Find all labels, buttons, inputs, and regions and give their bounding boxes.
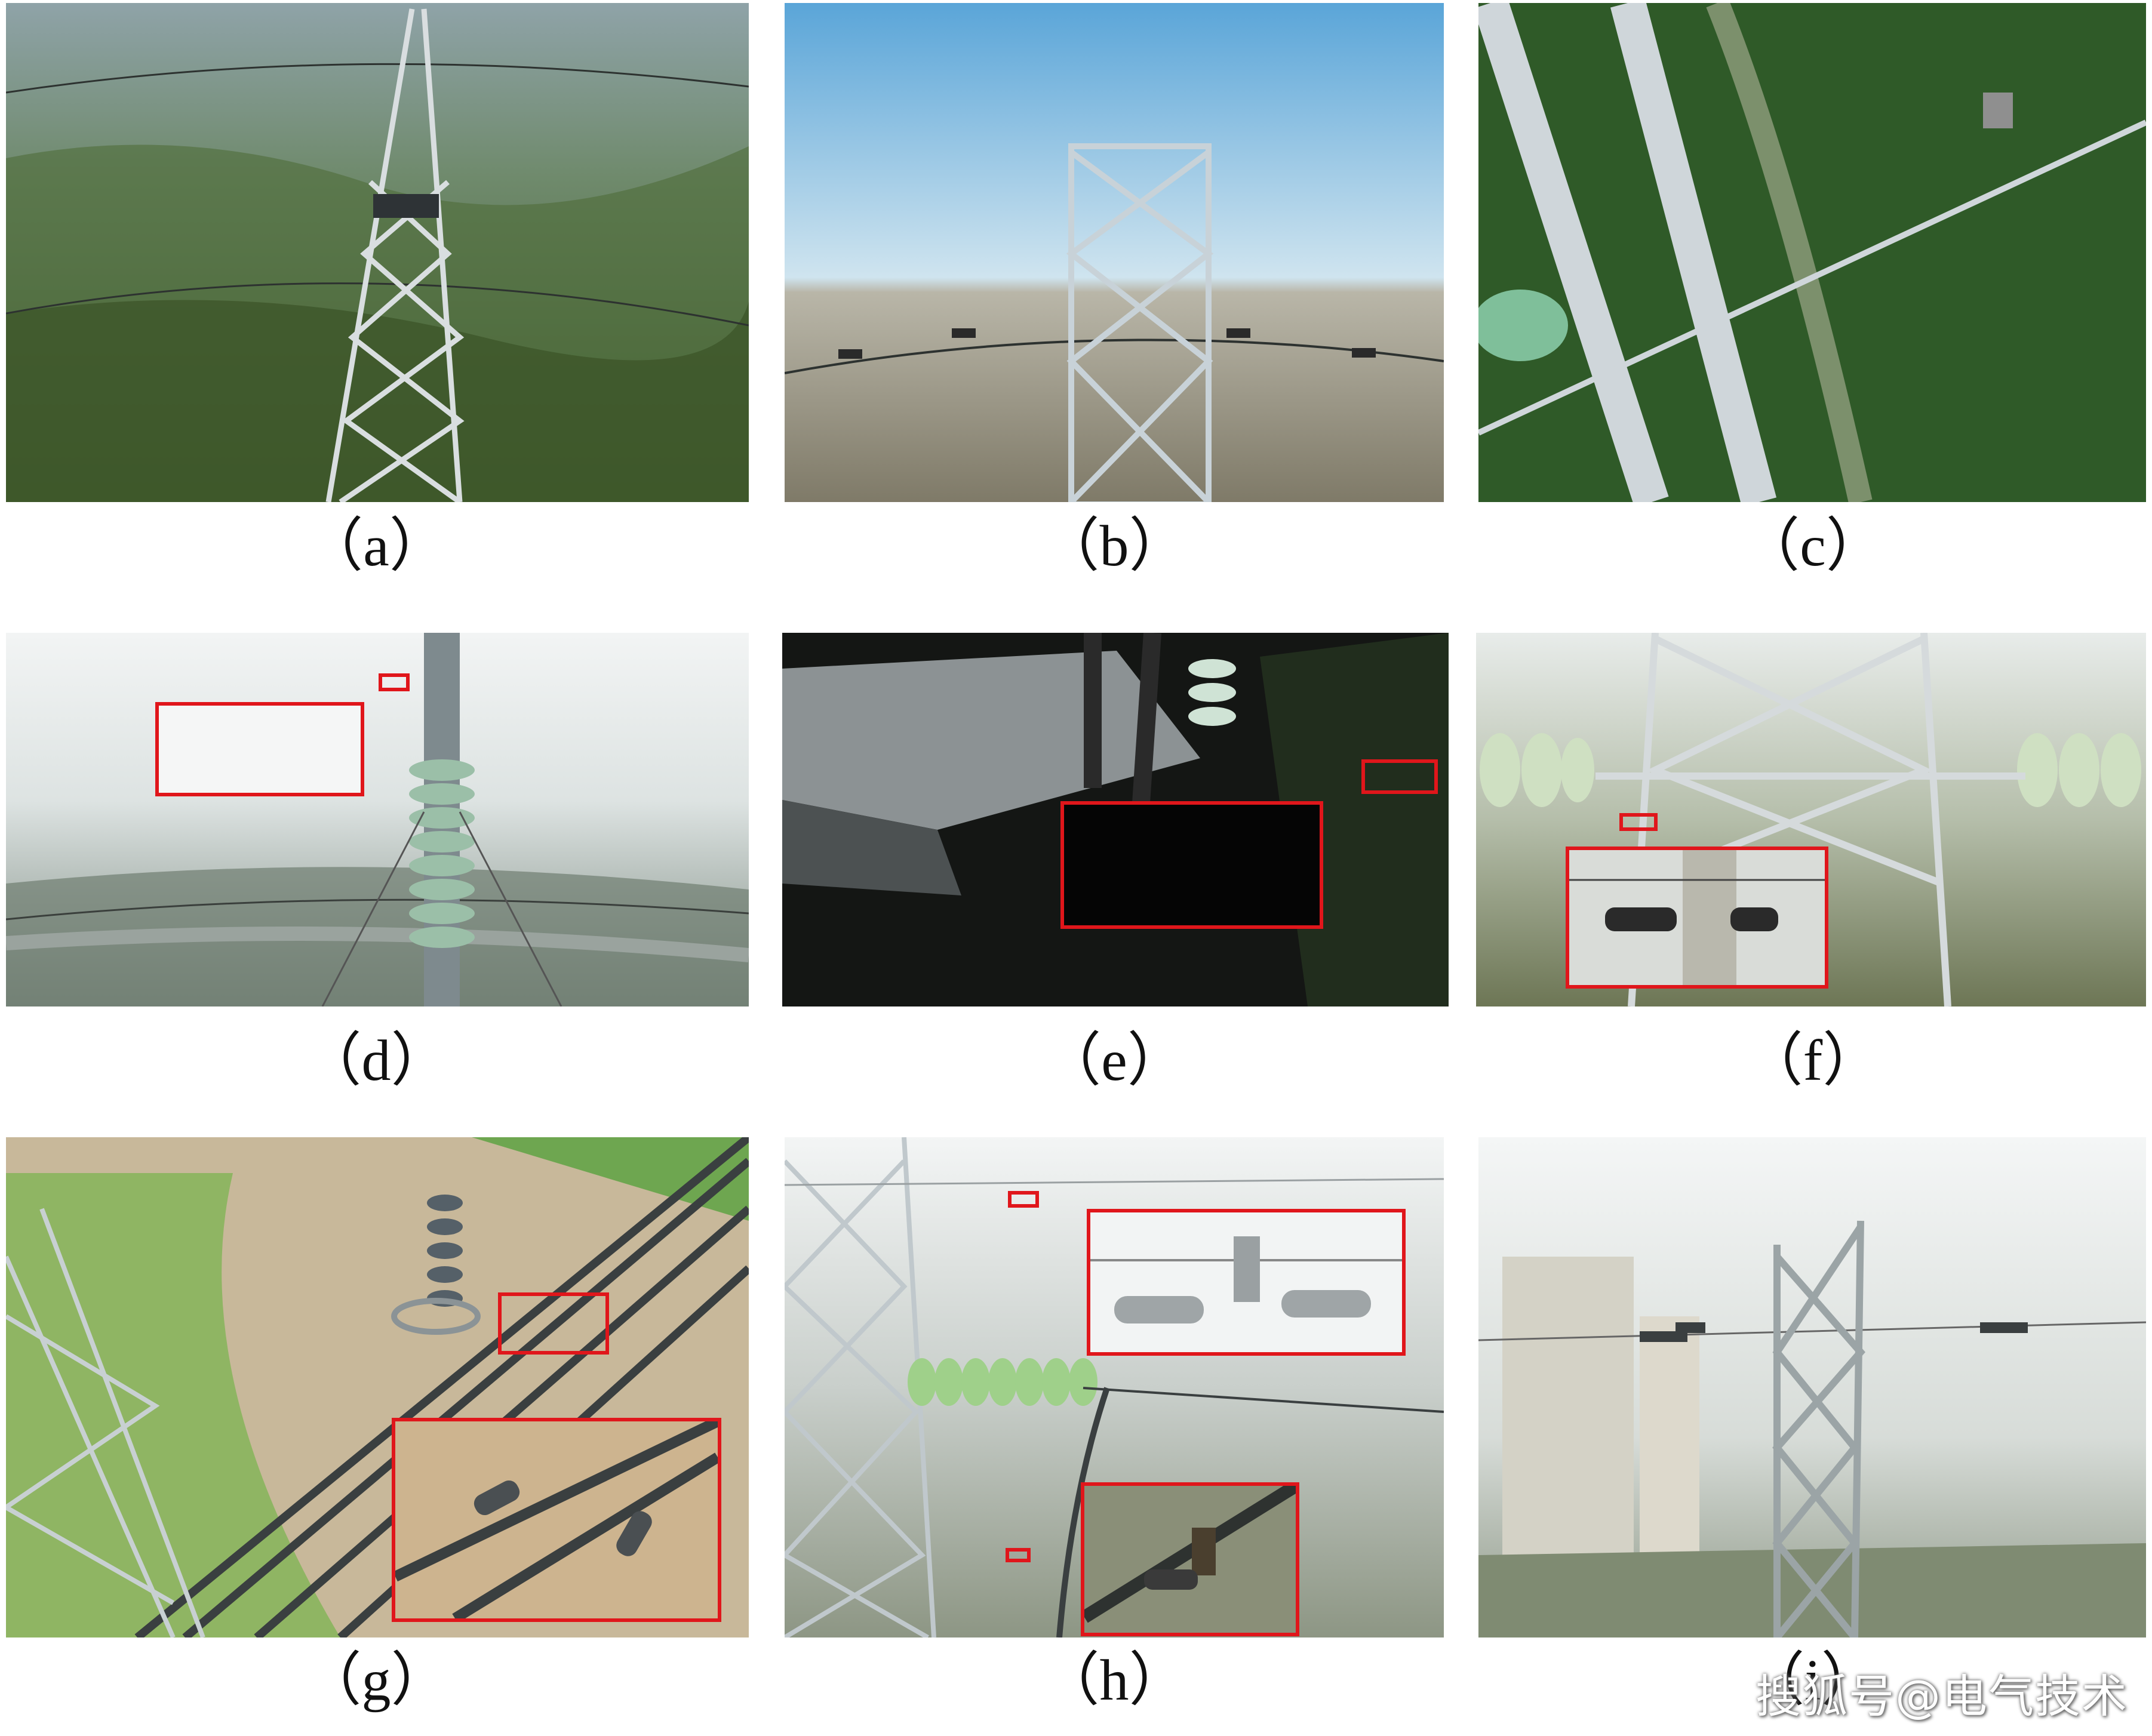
annotation-box	[1087, 1209, 1406, 1356]
photo-g	[6, 1137, 749, 1637]
zoom-inset	[159, 706, 361, 793]
watermark-text: 搜狐号@电气技术	[1756, 1670, 2128, 1723]
annotation-box	[1060, 801, 1323, 929]
photo-h	[785, 1137, 1444, 1637]
caption-f: （f）	[1744, 1029, 1882, 1093]
zoom-inset	[1569, 850, 1825, 985]
zoom-inset	[395, 1421, 718, 1618]
zoom-inset	[1064, 805, 1320, 925]
photo-b	[785, 3, 1444, 502]
zoom-inset	[1084, 1486, 1296, 1633]
caption-g: （g）	[303, 1648, 450, 1713]
zoom-inset	[1090, 1212, 1402, 1352]
annotation-box	[1008, 1191, 1039, 1208]
photo-e	[782, 633, 1449, 1006]
caption-c: （c）	[1741, 514, 1884, 578]
caption-i: （i）	[1746, 1648, 1880, 1713]
annotation-box	[1006, 1548, 1031, 1562]
annotation-box	[1081, 1482, 1299, 1636]
photo-a	[6, 3, 749, 502]
photo-f	[1476, 633, 2146, 1006]
caption-e: （e）	[1043, 1029, 1186, 1093]
caption-h: （h）	[1041, 1648, 1188, 1713]
annotation-box	[379, 673, 410, 691]
photo-d	[6, 633, 749, 1006]
annotation-box	[1361, 759, 1438, 794]
photo-i	[1478, 1137, 2146, 1637]
caption-d: （d）	[303, 1029, 450, 1093]
annotation-box	[1619, 813, 1658, 831]
annotation-box	[1566, 847, 1828, 989]
annotation-box	[155, 702, 364, 796]
annotation-box	[498, 1292, 609, 1355]
caption-b: （b）	[1041, 514, 1188, 578]
annotation-box	[392, 1418, 721, 1622]
caption-a: （a）	[305, 514, 448, 578]
photo-c	[1478, 3, 2146, 502]
